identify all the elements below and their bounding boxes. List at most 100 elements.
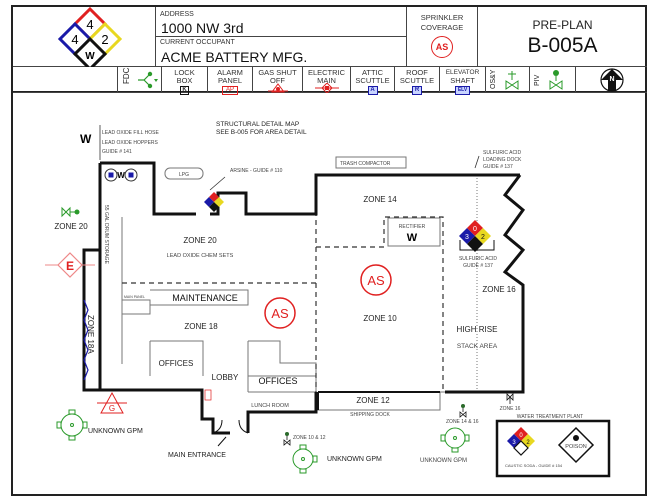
structural-note-1: STRUCTURAL DETAIL MAP (216, 121, 299, 128)
piv-valve-1012-icon (283, 432, 291, 446)
title-block: 4 4 2 W ADDRESS 1000 NW 3rd CURRENT OCCU… (11, 5, 647, 95)
lpg-label: LPG (179, 172, 189, 178)
gas-shutoff-icon (268, 83, 288, 93)
lead-note-1: LEAD OXIDE FILL HOSE (102, 130, 159, 136)
sulfuric-label-2: GUIDE # 137 (463, 263, 493, 269)
address-cell: ADDRESS 1000 NW 3rd (156, 7, 407, 37)
structural-note-2: SEE B-005 FOR AREA DETAIL (216, 129, 307, 136)
piv-valve-icon (549, 70, 563, 90)
rectifier-w-icon: W (407, 232, 418, 244)
attic-scuttle-icon: A (367, 86, 378, 95)
occupant-cell: CURRENT OCCUPANT ACME BATTERY MFG. (156, 37, 407, 67)
main-panel-label: MAIN PANEL (124, 295, 145, 299)
sulfuric-nfpa-icon: 0 3 2 (459, 220, 491, 252)
lockbox-label-1: LOCK (174, 68, 195, 77)
nfpa-instability: 2 (101, 32, 108, 47)
roof-label-1: ROOF (406, 68, 428, 77)
sprinkler-label-1: SPRINKLER (420, 13, 464, 22)
sulfuric-dock-2: LOADING DOCK (483, 157, 522, 163)
as-label-1: AS (271, 306, 289, 321)
high-rise-label: HIGH RISE (457, 325, 498, 334)
north-wall (100, 161, 520, 216)
svg-text:0: 0 (519, 433, 523, 439)
zone20-label: ZONE 20 (183, 236, 217, 245)
fdc-icon (138, 71, 158, 89)
legend-gas: GAS SHUT OFF (253, 67, 303, 93)
shipping-dock-label: SHIPPING DOCK (350, 412, 390, 418)
legend-elevator: ELEVATOR SHAFT ELV (440, 67, 486, 95)
osy-valve-icon (505, 71, 519, 90)
alarm-label-2: PANEL (217, 76, 243, 85)
legend-roof: ROOF SCUTTLE R (395, 67, 440, 95)
address-value: 1000 NW 3rd (161, 20, 244, 36)
maintenance-label: MAINTENANCE (172, 293, 238, 303)
attic-label-2: SCUTTLE (355, 76, 390, 85)
skull-icon (573, 435, 579, 441)
office-walls (121, 217, 317, 393)
lockbox-icon: K (180, 86, 189, 95)
legend-osy: OS&Y (486, 67, 530, 93)
svg-text:2: 2 (526, 440, 530, 446)
zone20-outside-label: ZONE 20 (54, 222, 88, 231)
zone20-valve-icon (61, 206, 80, 218)
valve-1012-label: ZONE 10 & 12 (293, 435, 326, 441)
zone18a-fence (83, 299, 89, 381)
attic-label-1: ATTIC (361, 68, 384, 77)
lead-note-2: LEAD OXIDE HOPPERS (102, 140, 159, 146)
svg-text:3: 3 (465, 234, 469, 241)
electric-main-marker: E (45, 252, 95, 278)
offices-right-label: OFFICES (258, 376, 297, 386)
lead-chem-label: LEAD OXIDE CHEM SETS (167, 253, 234, 259)
water-treatment-box (495, 419, 611, 478)
legend-north: N (576, 67, 647, 93)
svg-text:3: 3 (512, 440, 516, 446)
svg-text:2: 2 (481, 234, 485, 241)
site-plan (11, 93, 647, 496)
legend-attic: ATTIC SCUTTLE A (351, 67, 395, 95)
sprinkler-badge: AS (431, 36, 453, 58)
lpg-tank (164, 167, 204, 180)
water-plant-label: WATER TREATMENT PLANT (517, 414, 583, 420)
valve-1416-label: ZONE 14 & 16 (446, 419, 479, 425)
trash-compactor-label: TRASH COMPACTOR (340, 161, 391, 167)
main-entrance-doors (212, 419, 249, 434)
svg-text:0: 0 (473, 226, 477, 233)
caustic-nfpa-icon: 0 3 2 (507, 427, 535, 456)
arsine-label: ARSINE - GUIDE # 110 (230, 168, 283, 174)
gas-label-2: OFF (270, 76, 285, 85)
elevator-label-1: ELEVATOR (445, 69, 480, 76)
north-arrow-icon: N (600, 68, 624, 92)
occupant-value: ACME BATTERY MFG. (161, 49, 308, 65)
gas-label-1: GAS SHUT (258, 68, 297, 77)
zone18a-label: ZONE 18A (86, 315, 95, 354)
address-label: ADDRESS (160, 11, 194, 18)
as-label-2: AS (367, 273, 385, 288)
alarm-panel-icon: AP (221, 86, 238, 95)
poison-label: POISON (565, 444, 586, 450)
hydrant-2-gpm: UNKNOWN GPM (327, 456, 382, 463)
preplan-id: B-005A (527, 34, 598, 57)
lobby-label: LOBBY (212, 373, 239, 382)
sulfuric-label-1: SULFURIC ACID (459, 256, 497, 262)
lead-note-3: GUIDE # 141 (102, 149, 132, 155)
zone10-label: ZONE 10 (363, 314, 397, 323)
gas-g-label: G (109, 404, 115, 413)
hydrant-3-gpm: UNKNOWN GPM (420, 458, 467, 464)
valve-16-label: ZONE 16 (500, 406, 521, 412)
piv-valve-1416-icon (459, 404, 467, 418)
lockbox-label-2: BOX (176, 76, 193, 85)
alarm-label-1: ALARM (217, 68, 243, 77)
electric-label-1: ELECTRIC (307, 68, 346, 77)
hydrant-icon-3 (440, 427, 470, 453)
zone-line-rectifier (316, 216, 444, 392)
hydrant-1-gpm: UNKNOWN GPM (88, 428, 143, 435)
preplan-label: PRE-PLAN (532, 18, 593, 32)
legend-electric: ELECTRIC MAIN (303, 67, 351, 93)
sulfuric-dock-1: SULFURIC ACID (483, 150, 521, 156)
legend-piv: PIV (530, 67, 576, 93)
nfpa-health: 4 (71, 32, 78, 47)
alarm-panel-marker (204, 389, 212, 401)
sprinkler-as-icon-1 (264, 297, 296, 329)
arsine-nfpa-icon (204, 192, 224, 212)
